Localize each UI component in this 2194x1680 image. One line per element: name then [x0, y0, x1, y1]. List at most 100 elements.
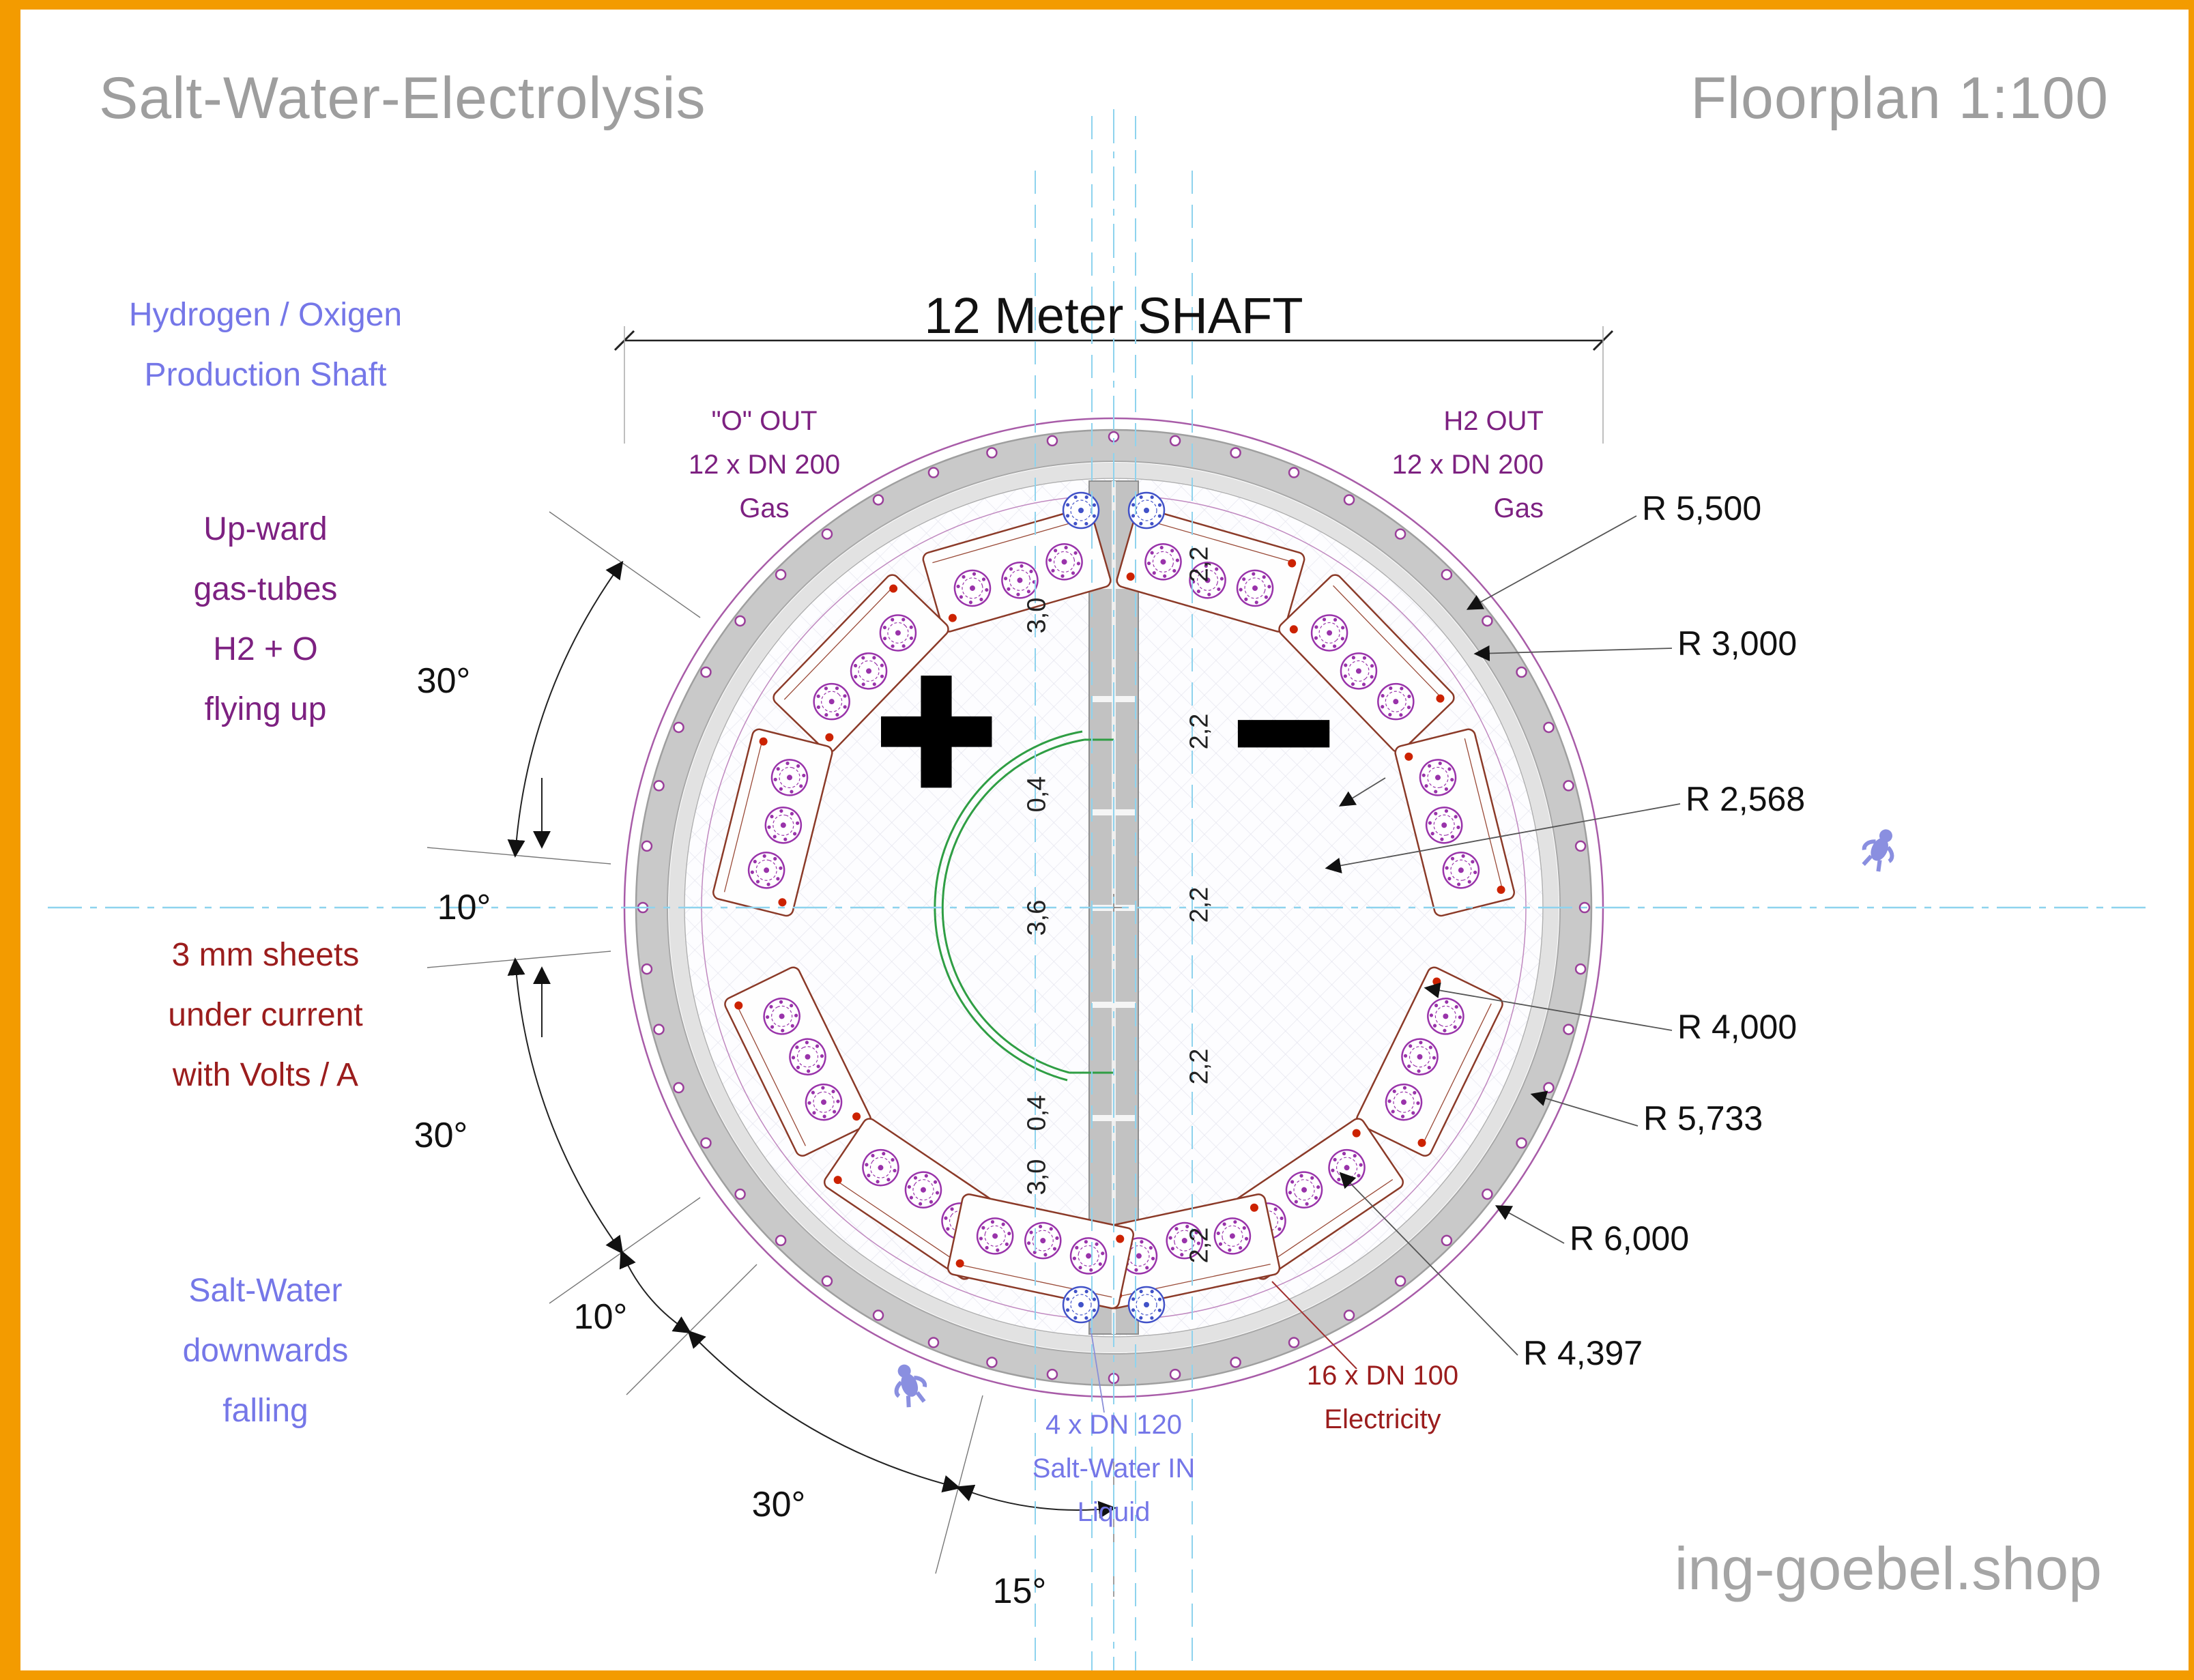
- angle-label-10-bottom: 10°: [573, 1297, 628, 1337]
- pipe-flange-icon: [862, 1148, 899, 1187]
- electricity-line: 16 x DN 100: [1306, 1361, 1459, 1391]
- pipe-flange-icon: [850, 652, 888, 690]
- saltwater-flange-icon: [1127, 491, 1166, 530]
- dim-left-2: 3,6: [1022, 899, 1052, 936]
- saltwater-in-line: 4 x DN 120: [1045, 1410, 1183, 1440]
- electrode-box: [773, 574, 949, 753]
- electrode-box: [724, 966, 872, 1157]
- dim-right-2: 2,2: [1185, 886, 1214, 923]
- electrode-box: [1355, 966, 1503, 1157]
- pipe-flange-icon: [1236, 569, 1274, 607]
- pipe-flange-icon: [1285, 1171, 1323, 1208]
- saltwater-down-line: downwards: [182, 1333, 349, 1369]
- pipe-flange-icon: [1340, 652, 1378, 690]
- dim-right-3: 2,2: [1185, 1048, 1214, 1085]
- pipe-flange-icon: [747, 852, 785, 889]
- o-out-line: "O" OUT: [711, 406, 818, 436]
- dim-right-4: 2,2: [1185, 1227, 1214, 1264]
- upward-gas-line: H2 + O: [213, 631, 318, 667]
- production-shaft-line: Hydrogen / Oxigen: [128, 297, 403, 333]
- saltwater-leader: [1090, 1327, 1105, 1413]
- radius-label-5500: R 5,500: [1642, 489, 1762, 527]
- pipe-flange-icon: [1310, 614, 1348, 652]
- watermark: ing-goebel.shop: [1674, 1535, 2102, 1602]
- pipe-flange-icon: [789, 1038, 826, 1075]
- pipe-flange-icon: [1427, 998, 1464, 1035]
- saltwater-flange-icon: [1127, 1286, 1166, 1324]
- scale-label: Floorplan 1:100: [1690, 66, 2109, 131]
- dim-right-0: 2,2: [1185, 546, 1214, 583]
- pipe-flange-icon: [1127, 1286, 1166, 1324]
- electrode-box: [1394, 728, 1516, 917]
- person-figure-icon: [894, 1364, 927, 1408]
- o-out-label: "O" OUT 12 x DN 200 Gas: [689, 399, 840, 530]
- production-shaft-line: Production Shaft: [144, 357, 387, 393]
- radius-leaders: [1325, 515, 1681, 1356]
- pipe-flange-icon: [1377, 682, 1415, 721]
- electrode-box: [1093, 1193, 1281, 1309]
- angle-label-30-bottom: 30°: [751, 1485, 806, 1524]
- upward-gas-line: Up-ward: [203, 511, 328, 547]
- green-reference-arc: [934, 730, 1114, 1082]
- saltwater-in-line: Salt-Water IN: [1032, 1453, 1196, 1483]
- pipe-flange-icon: [764, 807, 803, 844]
- pipe-flange-icon: [1127, 491, 1166, 530]
- pipe-flange-icon: [805, 1083, 843, 1121]
- electrode-box: [1116, 507, 1305, 633]
- sheets-line: with Volts / A: [172, 1057, 359, 1093]
- h2-out-line: H2 OUT: [1443, 406, 1544, 436]
- dim-left-3: 0,4: [1022, 1095, 1052, 1131]
- electrode-box: [712, 728, 833, 917]
- h2-out-label: H2 OUT 12 x DN 200 Gas: [1392, 399, 1544, 530]
- pipe-flange-icon: [770, 759, 809, 796]
- pipe-flange-icon: [1425, 807, 1463, 844]
- saltwater-down-line: falling: [222, 1393, 308, 1429]
- person-figure-icon: [1862, 829, 1894, 872]
- electricity-leader: [1271, 1281, 1357, 1370]
- o-out-line: 12 x DN 200: [688, 450, 841, 480]
- upward-gas-line: flying up: [204, 691, 327, 727]
- saltwater-flange-icon: [1062, 491, 1100, 530]
- radius-label-6000: R 6,000: [1570, 1219, 1690, 1258]
- pipe-flange-icon: [813, 682, 850, 721]
- frame-left: [0, 0, 20, 1680]
- page-title: Salt-Water-Electrolysis: [99, 66, 706, 131]
- pipe-flange-icon: [1024, 1221, 1062, 1260]
- pipe-flange-icon: [904, 1171, 942, 1208]
- electricity-label: 16 x DN 100 Electricity: [1307, 1354, 1458, 1441]
- saltwater-down-line: Salt-Water: [188, 1273, 343, 1309]
- sheets-line: 3 mm sheets: [171, 937, 360, 973]
- electricity-line: Electricity: [1324, 1404, 1441, 1434]
- electrode-box: [922, 507, 1112, 633]
- dim-left-1: 0,4: [1022, 776, 1052, 813]
- electrode-box: [1278, 574, 1455, 753]
- pipe-flange-icon: [1213, 1217, 1252, 1255]
- radius-label-4397: R 4,397: [1523, 1334, 1643, 1372]
- frame-top: [0, 0, 2194, 10]
- pipe-flange-icon: [976, 1217, 1014, 1255]
- angle-label-10-middle: 10°: [437, 888, 491, 927]
- pipe-flange-icon: [1045, 543, 1083, 581]
- pipe-flange-icon: [1442, 852, 1480, 889]
- pipe-flange-icon: [1419, 759, 1457, 796]
- pipe-flange-icon: [953, 569, 992, 607]
- sheets-line: under current: [168, 997, 363, 1033]
- o-out-line: Gas: [739, 493, 790, 523]
- pipe-flange-icon: [1069, 1237, 1108, 1275]
- pipe-flange-icon: [1189, 562, 1226, 599]
- pipe-flange-icon: [1401, 1038, 1439, 1075]
- pipe-flange-icon: [763, 998, 800, 1035]
- sheets-label: 3 mm sheets under current with Volts / A: [168, 925, 363, 1105]
- shaft-title: 12 Meter SHAFT: [924, 287, 1303, 344]
- radius-label-2568: R 2,568: [1686, 780, 1806, 818]
- centerlines: [48, 109, 2150, 1680]
- electrode-box: [947, 1193, 1134, 1309]
- saltwater-in-line: Liquid: [1077, 1497, 1151, 1527]
- angle-label-30-upper: 30°: [416, 661, 471, 701]
- dim-right-1: 2,2: [1185, 713, 1214, 750]
- upward-gas-label: Up-ward gas-tubes H2 + O flying up: [194, 499, 338, 740]
- pipe-flange-icon: [1001, 562, 1039, 599]
- frame-bottom: [0, 1670, 2194, 1680]
- pipe-flange-icon: [1166, 1221, 1203, 1260]
